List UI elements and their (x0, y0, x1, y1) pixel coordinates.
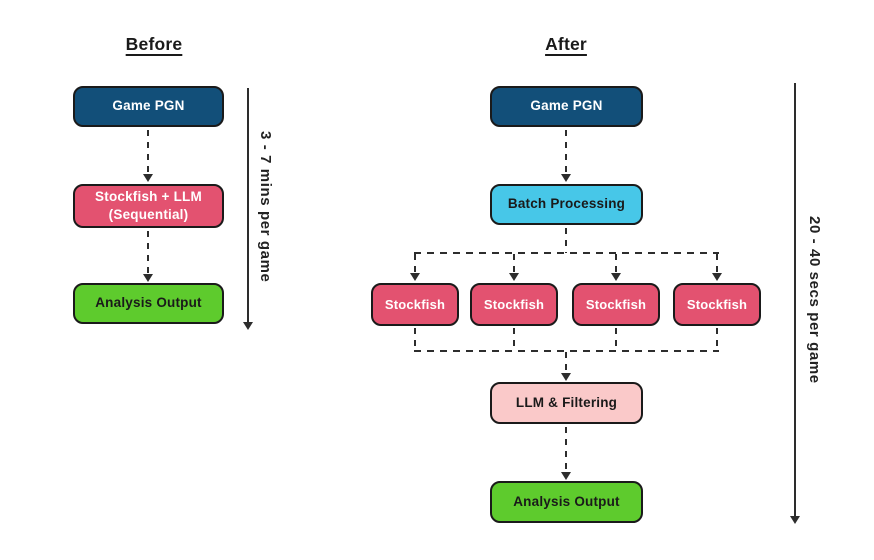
connector-fanout-line (414, 252, 719, 254)
timeline-before-line (247, 88, 249, 322)
arrowhead-down-icon (561, 373, 571, 381)
heading-before: Before (125, 34, 183, 54)
node-label: LLM & Filtering (515, 394, 618, 410)
node-stockfish-4: Stockfish (673, 283, 761, 326)
node-label-line2: (Sequential) (108, 207, 189, 222)
connector-fanin-rise-2 (513, 328, 515, 351)
node-label: Stockfish (384, 296, 446, 312)
connector-fanout-drop-1 (414, 254, 416, 272)
node-analysis-output-before: Analysis Output (73, 283, 224, 324)
connector-before-2 (147, 231, 149, 274)
arrowhead-down-icon (143, 174, 153, 182)
node-label: Game PGN (530, 98, 603, 114)
connector-fanin-rise-1 (414, 328, 416, 351)
arrowhead-down-icon (561, 472, 571, 480)
node-label: Analysis Output (513, 493, 620, 509)
node-label: Analysis Output (95, 295, 202, 311)
heading-after: After (545, 34, 587, 54)
arrowhead-down-icon (410, 273, 420, 281)
node-stockfish-3: Stockfish (572, 283, 660, 326)
node-batch-processing: Batch Processing (490, 184, 643, 225)
node-label: Game PGN (112, 98, 185, 114)
connector-before-1 (147, 130, 149, 174)
arrowhead-down-icon (509, 273, 519, 281)
connector-fanout-drop-2 (513, 254, 515, 272)
node-stockfish-llm-sequential: Stockfish + LLM (Sequential) (73, 184, 224, 228)
connector-after-2 (565, 427, 567, 472)
connector-after-1 (565, 130, 567, 174)
arrowhead-down-icon (243, 322, 253, 330)
connector-fanout-drop-3 (615, 254, 617, 272)
connector-fanout-drop-4 (716, 254, 718, 272)
node-game-pgn-before: Game PGN (73, 86, 224, 127)
node-label: Stockfish (585, 296, 647, 312)
node-label: Stockfish (686, 296, 748, 312)
timeline-after-line (794, 83, 796, 516)
node-llm-filtering: LLM & Filtering (490, 382, 643, 424)
node-label: Stockfish (483, 296, 545, 312)
node-stockfish-1: Stockfish (371, 283, 459, 326)
node-label-line1: Stockfish + LLM (95, 188, 202, 204)
timeline-before-label: 3 - 7 mins per game (257, 131, 274, 283)
connector-fanin-rise-3 (615, 328, 617, 351)
arrowhead-down-icon (611, 273, 621, 281)
arrowhead-down-icon (790, 516, 800, 524)
node-game-pgn-after: Game PGN (490, 86, 643, 127)
arrowhead-down-icon (712, 273, 722, 281)
timeline-after-label: 20 - 40 secs per game (806, 216, 823, 384)
connector-fanin-stem (565, 352, 567, 374)
connector-fanin-line (414, 350, 719, 352)
node-analysis-output-after: Analysis Output (490, 481, 643, 523)
node-stockfish-2: Stockfish (470, 283, 558, 326)
connector-fanin-rise-4 (716, 328, 718, 351)
arrowhead-down-icon (561, 174, 571, 182)
connector-fanout-stem (565, 228, 567, 253)
node-label: Batch Processing (507, 196, 626, 212)
arrowhead-down-icon (143, 274, 153, 282)
